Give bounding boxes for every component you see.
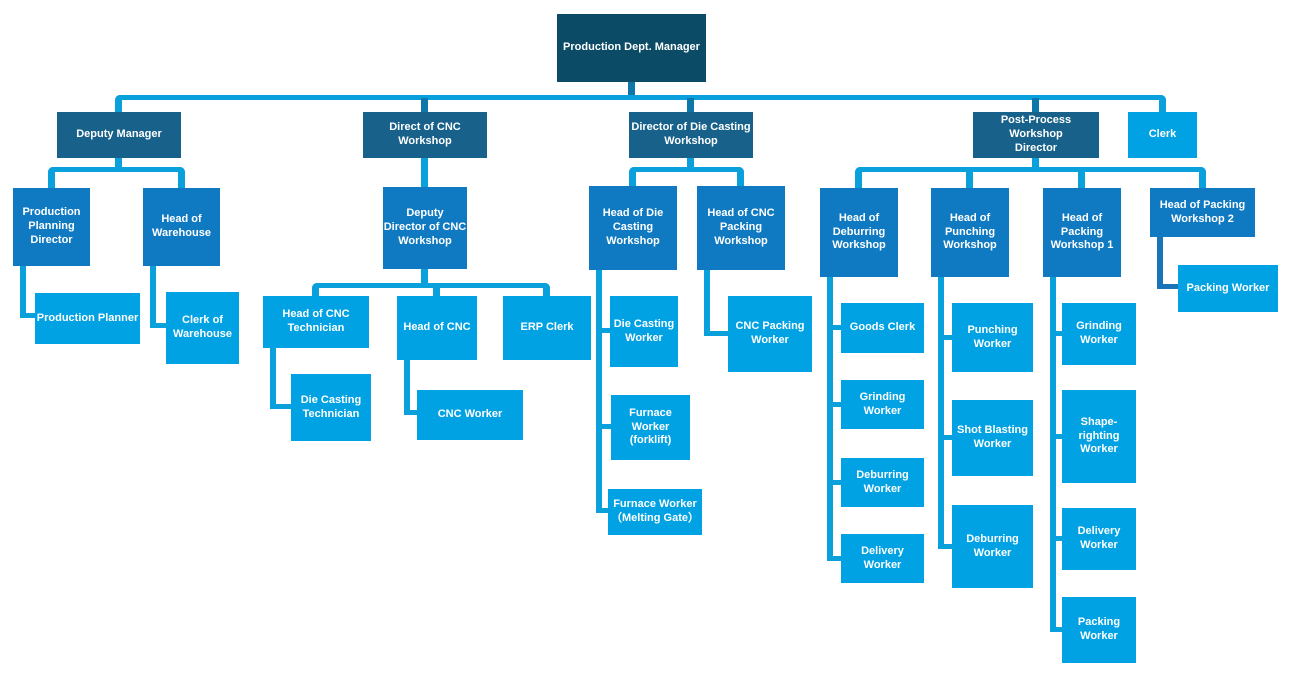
node-delivery-worker-deburring: Delivery Worker: [841, 534, 924, 583]
connector-elbow-arm: [596, 328, 610, 333]
connector-elbow-rail: [404, 360, 410, 415]
connector-elbow-arm: [827, 480, 841, 485]
node-head-of-warehouse: Head of Warehouse: [143, 188, 220, 266]
connector-elbow-rail: [20, 266, 26, 318]
connector-elbow-arm: [938, 544, 952, 549]
node-head-of-deburring-workshop: Head of Deburring Workshop: [820, 188, 898, 277]
connector-elbow-arm: [20, 313, 35, 318]
connector-elbow-rail: [1050, 277, 1056, 630]
connector-deputy-cnc-stub: [421, 269, 428, 284]
node-head-of-cnc-packing-workshop: Head of CNC Packing Workshop: [697, 186, 785, 270]
connector-elbow-rail: [938, 277, 944, 547]
connector-trunk-bracket: [115, 95, 1166, 112]
connector-elbow-arm: [938, 335, 952, 340]
connector-elbow-rail: [270, 348, 276, 409]
connector-elbow-arm: [596, 424, 611, 429]
connector-elbow-arm: [938, 435, 952, 440]
node-erp-clerk: ERP Clerk: [503, 296, 591, 360]
node-grinding-worker-deburring: Grinding Worker: [841, 380, 924, 429]
node-furnace-worker-forklift: Furnace Worker (forklift): [611, 395, 690, 460]
node-head-of-punching-workshop: Head of Punching Workshop: [931, 188, 1009, 277]
node-head-of-cnc-technician: Head of CNC Technician: [263, 296, 369, 348]
node-head-of-cnc: Head of CNC: [397, 296, 477, 360]
node-goods-clerk: Goods Clerk: [841, 303, 924, 353]
connector-trunk-stub-diecasting: [687, 98, 694, 112]
connector-elbow-arm: [270, 404, 291, 409]
node-punching-worker: Punching Worker: [952, 303, 1033, 372]
connector-elbow-rail: [827, 277, 833, 559]
node-packing-worker-packing2: Packing Worker: [1178, 265, 1278, 312]
connector-elbow-arm: [404, 410, 417, 415]
connector-die-casting-bracket: [629, 167, 744, 186]
node-deputy-director-of-cnc-workshop: Deputy Director of CNC Workshop: [383, 187, 467, 269]
connector-elbow-arm: [1050, 627, 1062, 632]
connector-elbow-arm: [827, 325, 841, 330]
connector-root-stub: [628, 80, 635, 96]
node-clerk: Clerk: [1128, 112, 1197, 158]
node-head-of-packing-workshop-1: Head of Packing Workshop 1: [1043, 188, 1121, 277]
node-production-dept-manager: Production Dept. Manager: [557, 14, 706, 82]
connector-elbow-rail: [150, 266, 156, 328]
node-head-of-die-casting-workshop: Head of Die Casting Workshop: [589, 186, 677, 270]
connector-bracket-stub-head-of-cnc: [433, 287, 440, 296]
connector-trunk-stub-cnc: [421, 98, 428, 112]
connector-elbow-arm: [150, 323, 166, 328]
node-deburring-worker-deburring: Deburring Worker: [841, 458, 924, 507]
connector-post-process-bracket: [855, 167, 1206, 188]
connector-deputy-cnc-bracket: [312, 283, 550, 296]
connector-elbow-arm: [704, 331, 728, 336]
connector-elbow-arm: [1050, 536, 1062, 541]
connector-cnc-director-line: [421, 157, 428, 187]
node-die-casting-technician: Die Casting Technician: [291, 374, 371, 441]
connector-elbow-arm: [1050, 331, 1062, 336]
node-head-of-packing-workshop-2: Head of Packing Workshop 2: [1150, 188, 1255, 237]
node-post-process-workshop-director: Post-Process Workshop Director: [973, 112, 1099, 158]
connector-bracket-stub-packing1: [1078, 171, 1085, 188]
connector-elbow-arm: [1050, 434, 1062, 439]
node-director-of-die-casting-workshop: Director of Die Casting Workshop: [629, 112, 753, 158]
node-direct-of-cnc-workshop: Direct of CNC Workshop: [363, 112, 487, 158]
node-shape-righting-worker: Shape- righting Worker: [1062, 390, 1136, 483]
node-packing-worker-packing1: Packing Worker: [1062, 597, 1136, 663]
node-cnc-worker: CNC Worker: [417, 390, 523, 440]
node-die-casting-worker: Die Casting Worker: [610, 296, 678, 367]
node-production-planner: Production Planner: [35, 293, 140, 344]
node-grinding-worker-packing1: Grinding Worker: [1062, 303, 1136, 365]
node-delivery-worker-packing1: Delivery Worker: [1062, 508, 1136, 570]
connector-elbow-rail: [596, 270, 602, 513]
connector-elbow-arm: [596, 508, 608, 513]
connector-elbow-arm: [1157, 284, 1178, 289]
node-deputy-manager: Deputy Manager: [57, 112, 181, 158]
node-clerk-of-warehouse: Clerk of Warehouse: [166, 292, 239, 364]
connector-die-casting-stub: [687, 157, 694, 169]
node-shot-blasting-worker: Shot Blasting Worker: [952, 400, 1033, 476]
connector-elbow-arm: [827, 402, 841, 407]
connector-bracket-stub-punching: [966, 171, 973, 188]
connector-trunk-stub-postprocess: [1032, 98, 1039, 112]
node-furnace-worker-melting-gate: Furnace Worker （Melting Gate）: [608, 489, 702, 535]
node-cnc-packing-worker: CNC Packing Worker: [728, 296, 812, 372]
connector-deputy-manager-stub: [115, 157, 122, 169]
node-deburring-worker-punching: Deburring Worker: [952, 505, 1033, 588]
connector-post-process-stub: [1032, 157, 1039, 169]
connector-elbow-rail: [704, 270, 710, 336]
node-production-planning-director: Production Planning Director: [13, 188, 90, 266]
connector-deputy-manager-bracket: [48, 167, 185, 188]
connector-elbow-rail: [1157, 237, 1163, 289]
connector-elbow-arm: [827, 556, 841, 561]
